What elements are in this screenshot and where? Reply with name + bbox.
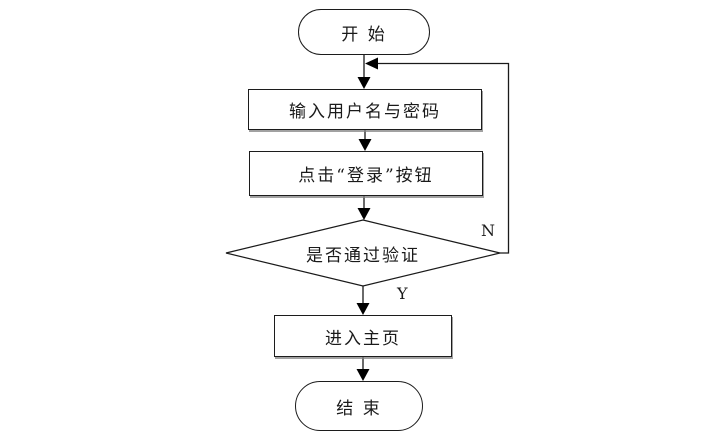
node-verify-decision-label: 是否通过验证 (306, 245, 420, 266)
arrowhead-input-to-click (358, 139, 372, 151)
node-enter-homepage: 进入主页 (274, 315, 452, 357)
node-start-terminator: 开 始 (298, 9, 430, 55)
node-input-credentials: 输入用户名与密码 (248, 89, 482, 130)
edge-label-no: N (481, 221, 495, 240)
node-end-terminator: 结 束 (295, 381, 423, 431)
node-click-login-button: 点击“登录”按钮 (249, 151, 483, 196)
arrowhead-start-to-input (357, 77, 371, 89)
edge-no-loop (378, 62, 510, 254)
arrowhead-home-to-end (356, 369, 370, 381)
arrowhead-decision-to-home (356, 303, 370, 315)
edge-label-yes: Y (397, 284, 408, 303)
arrowhead-no-loop-left (365, 57, 378, 70)
arrowhead-click-to-decision (357, 208, 371, 220)
